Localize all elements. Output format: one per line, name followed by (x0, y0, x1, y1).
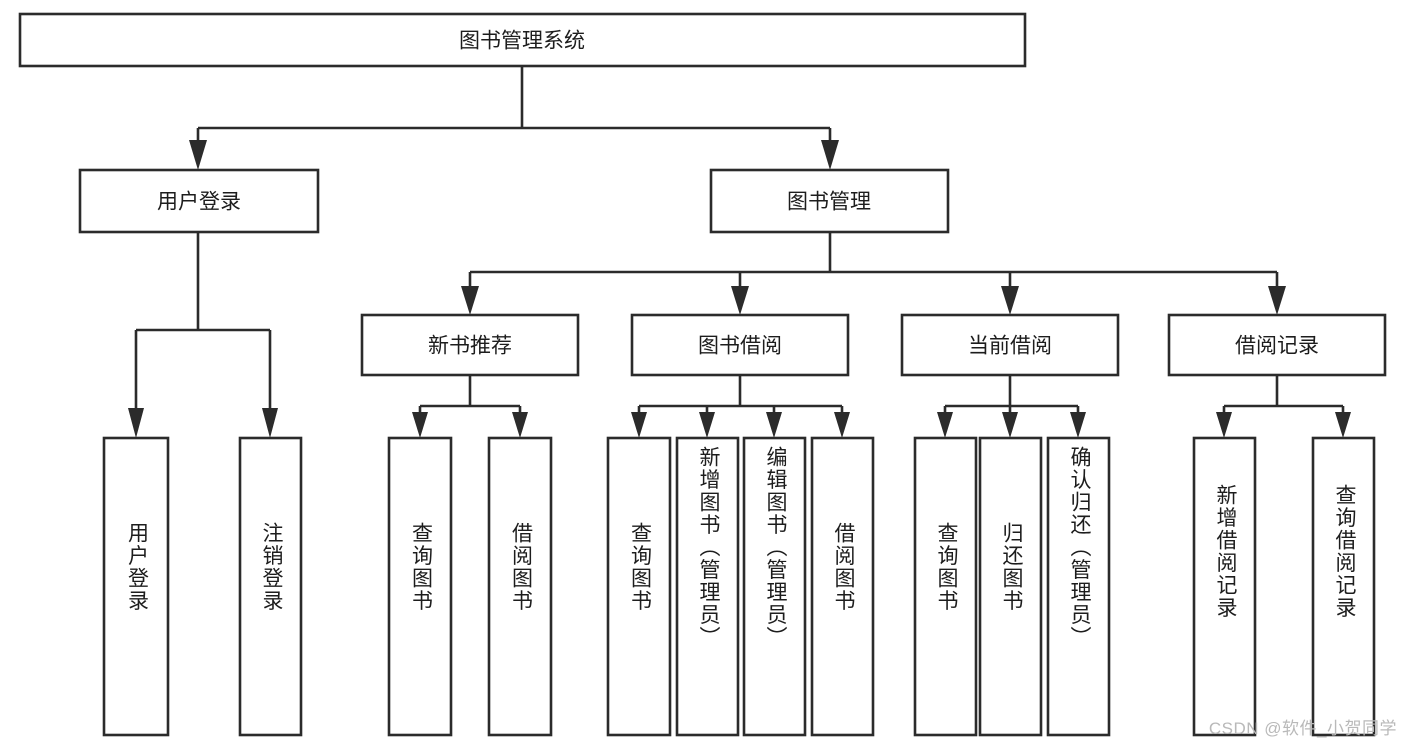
leaf-box-user-login[interactable] (102, 436, 170, 737)
leaf-box-borrow-book[interactable] (810, 436, 875, 737)
leaf-box-query-borrow-record[interactable] (1311, 436, 1376, 737)
node-book-borrow-label: 图书借阅 (698, 335, 782, 358)
node-new-book-recommend-label: 新书推荐 (428, 335, 512, 358)
arrow-head-icon (189, 140, 207, 170)
arrow-head-icon (834, 412, 850, 438)
arrow-head-icon (731, 286, 749, 315)
leaf-box-return-book[interactable] (978, 436, 1043, 737)
watermark-text: CSDN @软件_小贺同学 (1208, 719, 1397, 738)
arrow-head-icon (937, 412, 953, 438)
leaf-box-logout[interactable] (238, 436, 303, 737)
arrow-head-icon (1216, 412, 1232, 438)
leaf-box-query-book-recommend[interactable] (387, 436, 453, 737)
node-root-label: 图书管理系统 (459, 30, 585, 53)
leaf-box-query-book-borrow[interactable] (606, 436, 672, 737)
leaf-box-add-borrow-record[interactable] (1192, 436, 1257, 737)
arrow-head-icon (128, 408, 144, 438)
leaf-box-add-book-admin[interactable] (675, 436, 740, 737)
arrow-head-icon (1070, 412, 1086, 438)
node-book-borrow-box[interactable] (630, 313, 850, 377)
arrow-head-icon (821, 140, 839, 170)
arrow-head-icon (512, 412, 528, 438)
node-root-box[interactable] (18, 12, 1027, 68)
node-user-login-box[interactable] (78, 168, 320, 234)
node-borrow-record-label: 借阅记录 (1235, 335, 1319, 358)
arrow-head-icon (1335, 412, 1351, 438)
arrow-head-icon (1268, 286, 1286, 315)
arrow-head-icon (262, 408, 278, 438)
leaf-box-edit-book-admin[interactable] (742, 436, 807, 737)
arrow-head-icon (461, 286, 479, 315)
arrow-head-icon (1002, 412, 1018, 438)
leaf-box-confirm-return-admin[interactable] (1046, 436, 1111, 737)
node-book-management-box[interactable] (709, 168, 950, 234)
leaf-box-borrow-book-recommend[interactable] (487, 436, 553, 737)
arrow-head-icon (1001, 286, 1019, 315)
node-book-management-label: 图书管理 (787, 191, 871, 214)
node-user-login-label: 用户登录 (157, 191, 241, 214)
node-borrow-record-box[interactable] (1167, 313, 1387, 377)
arrow-head-icon (699, 412, 715, 438)
leaf-box-query-book-current[interactable] (913, 436, 978, 737)
arrow-head-icon (631, 412, 647, 438)
arrow-head-icon (412, 412, 428, 438)
arrow-head-icon (766, 412, 782, 438)
node-new-book-recommend-box[interactable] (360, 313, 580, 377)
node-current-borrow-label: 当前借阅 (968, 335, 1052, 358)
node-current-borrow-box[interactable] (900, 313, 1120, 377)
